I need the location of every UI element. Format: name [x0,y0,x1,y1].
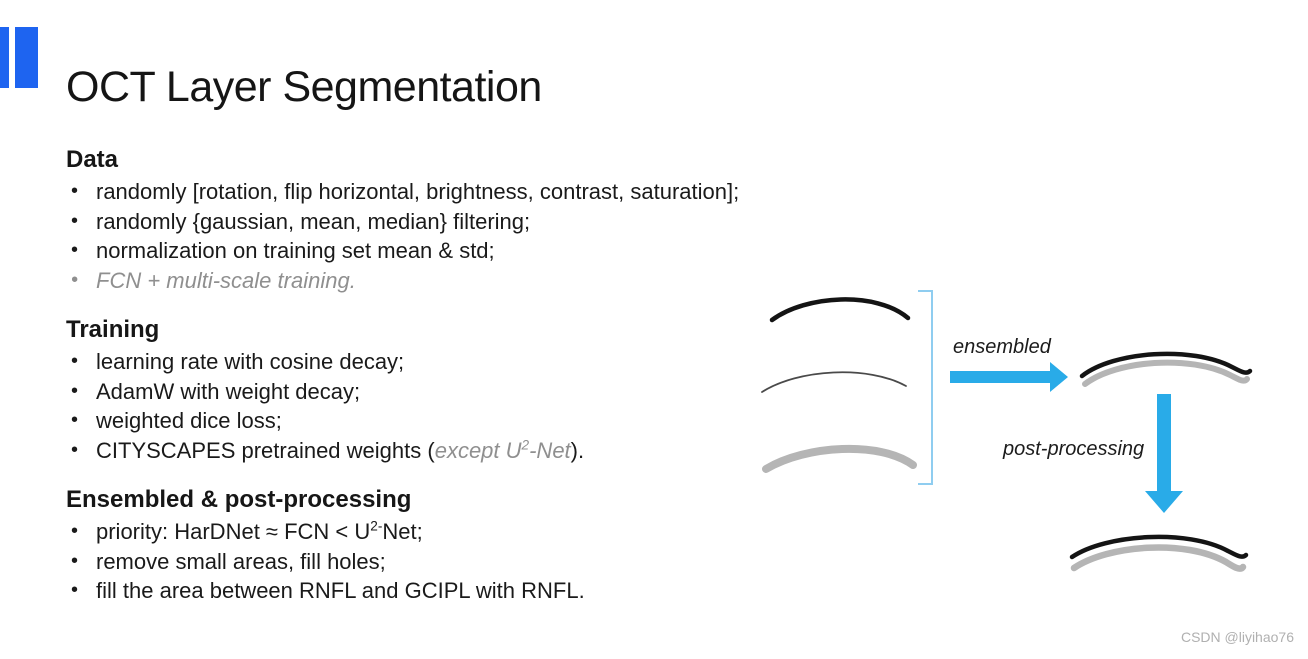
bullet-item: learning rate with cosine decay; [66,347,966,377]
bullet-text: AdamW with weight decay; [96,378,361,404]
bullet-text: randomly [rotation, flip horizontal, bri… [96,179,740,204]
postprocessing-label: post-processing [1003,438,1145,460]
bullet-item: remove small areas, fill holes; [66,547,966,577]
bullet-text: learning rate with cosine decay; [96,349,405,374]
bullet-text: ). [570,437,585,463]
ensembled-curve-black [1079,351,1253,379]
ensembled-curve-gray [1082,359,1250,387]
postprocessing-arrow-icon [1145,394,1183,513]
bullet-list: randomly [rotation, flip horizontal, bri… [66,177,966,295]
superscript: 2 [521,437,530,453]
bullet-text-muted: except U [434,437,522,463]
section-heading: Data [66,146,119,173]
bullet-list: learning rate with cosine decay; AdamW w… [66,347,966,465]
bullet-text: weighted dice loss; [96,408,282,433]
bullet-text: randomly {gaussian, mean, median} filter… [96,208,531,234]
superscript: 2- [370,518,383,534]
title-accent-bar-right [15,27,38,88]
bullet-text: remove small areas, fill holes; [96,548,386,574]
page-title: OCT Layer Segmentation [66,62,542,111]
final-curve-gray [1070,544,1247,572]
bullet-text-muted: -Net [529,437,571,463]
bullet-text: fill the area between RNFL and GCIPL wit… [96,578,585,603]
bullet-item: randomly {gaussian, mean, median} filter… [66,207,966,237]
bullet-text: normalization on training set mean & std… [96,238,495,263]
bullet-list: priority: HarDNet ≈ FCN < U2-Net; remove… [66,517,966,606]
ensembled-label: ensembled [953,336,1051,358]
bullet-item-muted: FCN + multi-scale training. [66,266,966,296]
bullet-item: fill the area between RNFL and GCIPL wit… [66,576,966,606]
bullet-text: Net; [382,519,423,544]
section-ensembled-postprocessing: Ensembled & post-processing priority: Ha… [66,486,966,606]
bullet-item: randomly [rotation, flip horizontal, bri… [66,177,966,207]
bullet-text: priority: HarDNet ≈ FCN < U [96,519,371,544]
title-accent-bar-left [0,27,9,88]
watermark: CSDN @liyihao76 [1180,629,1294,645]
slide-body-text: Data randomly [rotation, flip horizontal… [66,146,966,606]
section-data: Data randomly [rotation, flip horizontal… [66,146,966,295]
ensembled-arrow-icon [950,362,1068,392]
bullet-item: normalization on training set mean & std… [66,236,966,266]
bullet-item: AdamW with weight decay; [66,377,966,407]
section-heading: Training [66,316,160,343]
bullet-item: CITYSCAPES pretrained weights (except U2… [66,436,966,466]
section-heading: Ensembled & post-processing [66,486,412,513]
bullet-item: priority: HarDNet ≈ FCN < U2-Net; [66,517,966,547]
bullet-item: weighted dice loss; [66,406,966,436]
bullet-text: CITYSCAPES pretrained weights ( [96,437,435,463]
section-training: Training learning rate with cosine decay… [66,316,966,465]
final-curve-black [1069,534,1249,560]
bullet-text: FCN + multi-scale training. [96,267,356,293]
